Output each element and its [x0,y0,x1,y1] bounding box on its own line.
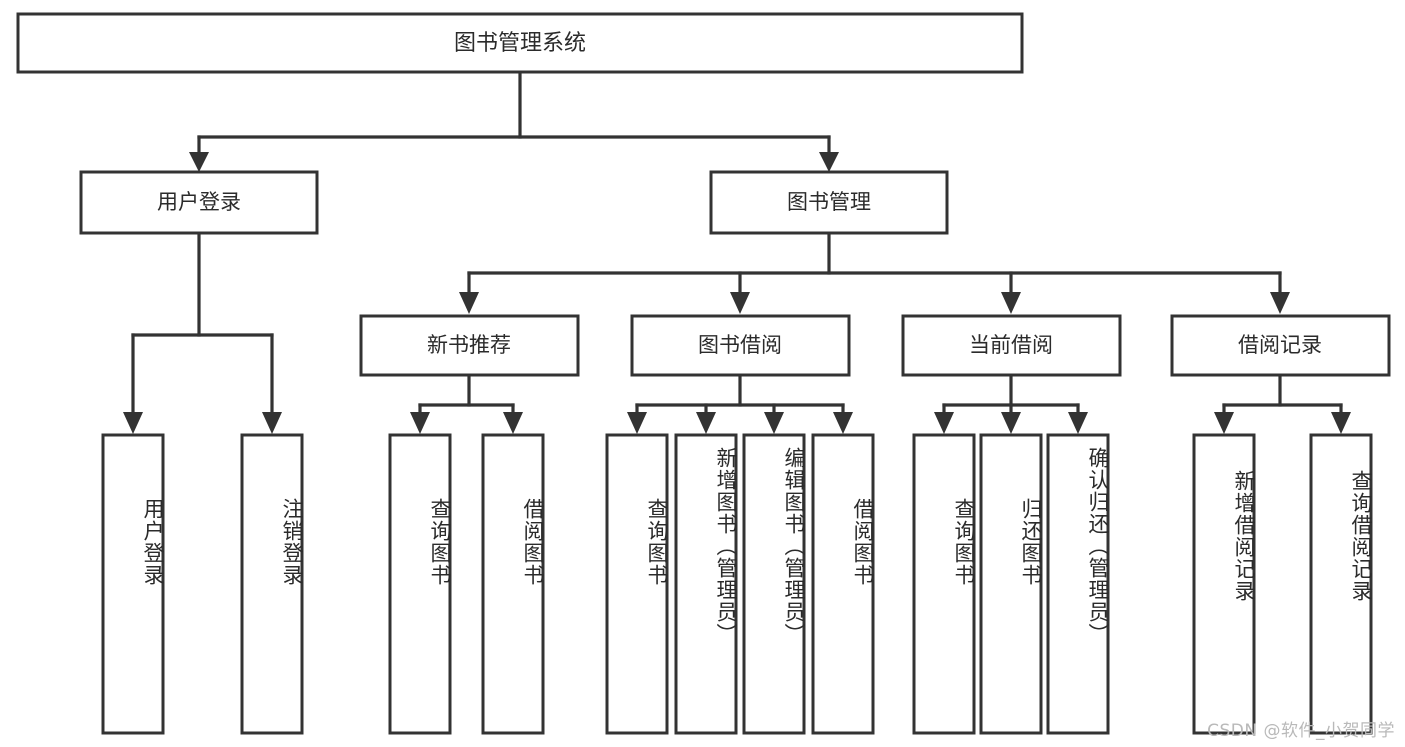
node-layer: 图书管理系统 用户登录 图书管理 新书推荐 图书借阅 当前借阅 借阅记录 [16,12,1391,735]
arrow-borrow-leaf2 [696,412,716,434]
node-root[interactable] [16,12,1024,74]
node-leaf-query-book-a[interactable] [388,433,452,735]
node-leaf-user-login[interactable] [101,433,165,735]
arrow-bm-to-record [1270,292,1290,314]
node-book-borrow-label: 图书借阅 [698,333,782,357]
arrow-bm-to-borrow [730,292,750,314]
node-borrow-record-label: 借阅记录 [1238,333,1322,357]
node-book-borrow[interactable] [630,314,851,377]
node-leaf-query-book-b[interactable] [605,433,669,735]
node-borrow-record[interactable] [1170,314,1391,377]
node-leaf-edit-book-admin[interactable] [742,433,806,735]
arrow-current-leaf1 [934,412,954,434]
csdn-watermark: CSDN @软件_小贺同学 [1207,721,1395,741]
arrow-root-to-book-mgmt [819,152,839,172]
arrow-current-leaf2 [1001,412,1021,434]
arrow-root-to-user-login [189,152,209,172]
connector-layer [123,70,1351,434]
arrow-user-login-leaf1 [123,412,143,434]
arrow-bm-to-current [1001,292,1021,314]
node-root-label: 图书管理系统 [454,31,586,56]
node-new-book-recommend[interactable] [359,314,580,377]
node-book-management[interactable] [709,170,949,235]
node-current-borrow-label: 当前借阅 [969,333,1053,357]
node-user-login-label: 用户登录 [157,190,241,214]
node-leaf-borrow-book-b[interactable] [811,433,875,735]
node-leaf-borrow-book-a[interactable] [481,433,545,735]
node-user-login[interactable] [79,170,319,235]
node-leaf-query-book-c[interactable] [912,433,976,735]
node-book-management-label: 图书管理 [787,190,871,214]
arrow-current-leaf3 [1068,412,1088,434]
arrow-record-leaf2 [1331,412,1351,434]
arrow-borrow-leaf1 [627,412,647,434]
node-leaf-add-book-admin[interactable] [674,433,738,735]
arrow-borrow-leaf3 [764,412,784,434]
node-leaf-add-record[interactable] [1192,433,1256,735]
arrow-record-leaf1 [1214,412,1234,434]
node-leaf-return-book[interactable] [979,433,1043,735]
arrow-newbook-leaf1 [410,412,430,434]
node-leaf-confirm-return-admin[interactable] [1046,433,1110,735]
node-leaf-logout[interactable] [240,433,304,735]
arrow-borrow-leaf4 [833,412,853,434]
node-new-book-recommend-label: 新书推荐 [427,333,511,357]
node-current-borrow[interactable] [901,314,1122,377]
arrow-newbook-leaf2 [503,412,523,434]
arrow-bm-to-newbook [459,292,479,314]
node-leaf-query-record[interactable] [1309,433,1373,735]
arrow-user-login-leaf2 [262,412,282,434]
